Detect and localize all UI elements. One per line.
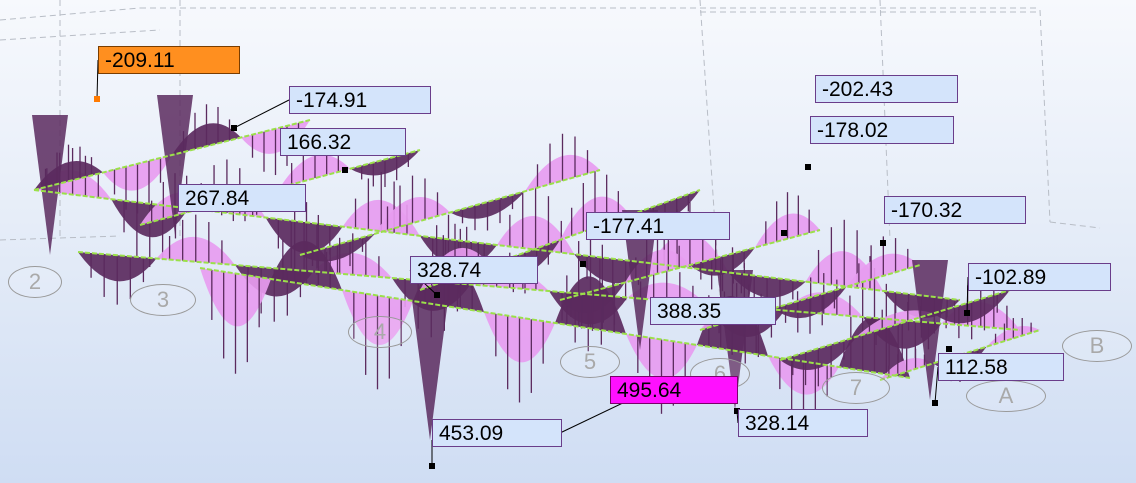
value-label[interactable]: 328.74 (410, 256, 538, 284)
value-label[interactable]: 328.14 (738, 409, 868, 437)
grid-guide-line (699, 0, 721, 301)
value-point-marker (342, 167, 348, 173)
value-point-marker (94, 96, 100, 102)
value-point-marker (932, 400, 938, 406)
value-label-min[interactable]: -209.11 (98, 46, 240, 74)
leader-line (233, 99, 290, 129)
value-point-marker (781, 230, 787, 236)
value-point-marker (429, 463, 435, 469)
value-label[interactable]: 388.35 (650, 297, 776, 325)
grid-guide-line (0, 235, 121, 241)
axis-bubble-B[interactable]: B (1062, 330, 1132, 362)
value-point-marker (734, 408, 740, 414)
value-point-marker (946, 346, 952, 352)
value-label[interactable]: -178.02 (810, 116, 954, 144)
axis-bubble-3[interactable]: 3 (130, 284, 196, 316)
beam-line[interactable] (299, 169, 601, 256)
axis-bubble-4[interactable]: 4 (348, 316, 412, 348)
value-label-max[interactable]: 495.64 (610, 376, 738, 404)
grid-guide-line (1049, 221, 1101, 229)
value-point-marker (805, 164, 811, 170)
value-label[interactable]: -170.32 (884, 196, 1026, 224)
value-label[interactable]: -102.89 (968, 263, 1111, 291)
value-label[interactable]: 166.32 (280, 128, 406, 156)
value-label[interactable]: -174.91 (289, 86, 431, 114)
beam-line[interactable] (779, 289, 1011, 361)
value-point-marker (434, 292, 440, 298)
leader-line (934, 366, 939, 404)
value-label[interactable]: 112.58 (938, 353, 1064, 381)
grid-guide-line (0, 7, 141, 21)
value-label[interactable]: -202.43 (815, 75, 958, 103)
beam-line[interactable] (199, 267, 911, 379)
value-label[interactable]: 453.09 (432, 419, 562, 447)
value-point-marker (964, 310, 970, 316)
axis-bubble-2[interactable]: 2 (8, 266, 62, 298)
grid-guide-line (1039, 9, 1051, 223)
axis-bubble-5[interactable]: 5 (560, 346, 620, 378)
beam-line[interactable] (559, 229, 821, 301)
axis-bubble-7[interactable]: 7 (822, 372, 890, 404)
beam-line[interactable] (33, 119, 311, 191)
beam-line[interactable] (77, 251, 1021, 331)
axis-bubble-A[interactable]: A (966, 380, 1046, 412)
value-point-marker (880, 240, 886, 246)
leader-line (966, 276, 969, 314)
value-label[interactable]: -177.41 (586, 212, 730, 240)
value-point-marker (580, 261, 586, 267)
value-point-marker (231, 125, 237, 131)
grid-guide-line (0, 29, 161, 41)
value-label[interactable]: 267.84 (178, 184, 306, 212)
leader-line (96, 59, 99, 100)
